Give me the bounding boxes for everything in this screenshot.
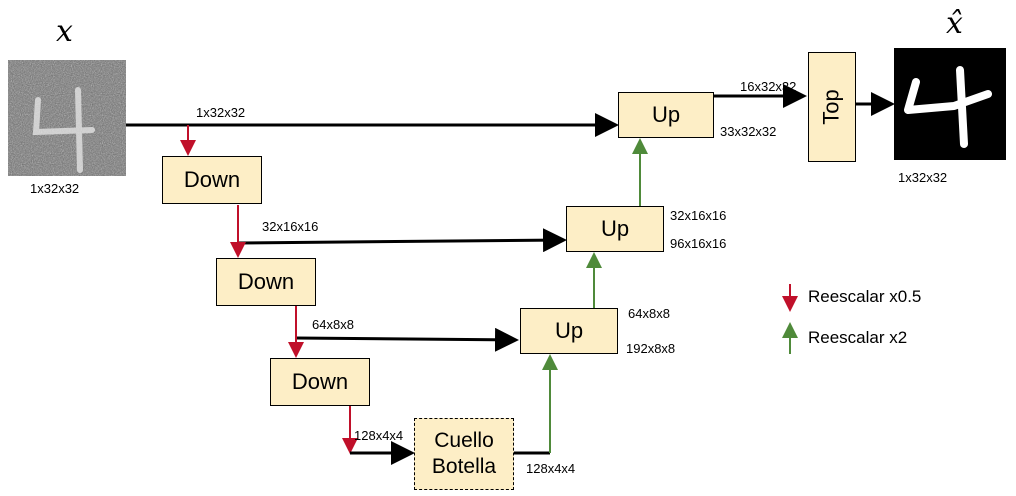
down-block-2: Down [216,258,316,306]
up3-concat-shape-label: 33x32x32 [720,124,777,139]
clean-output-image [894,48,1006,160]
output-symbol: x̂ [946,6,963,41]
bottleneck-out-shape-label: 128x4x4 [526,461,576,476]
skip1-shape-label: 1x32x32 [196,105,246,120]
skip3-shape-label: 64x8x8 [312,317,354,332]
down-block-3: Down [270,358,370,406]
output-shape-label: 1x32x32 [898,170,948,185]
up2-input-shape-label: 32x16x16 [670,208,727,223]
up-block-2: Up [566,206,664,252]
up1-concat-shape-label: 192x8x8 [626,341,676,356]
input-shape-label: 1x32x32 [30,181,80,196]
up3-output-shape-label: 16x32x32 [740,79,797,94]
input-symbol: x [56,14,73,49]
skip2-shape-label: 32x16x16 [262,219,319,234]
bottleneck-label-line1: Cuello [434,429,494,452]
bottleneck-label-line2: Botella [431,455,497,478]
skip-arrow-2 [237,228,567,253]
up2-concat-shape-label: 96x16x16 [670,236,727,251]
noisy-input-image [8,60,126,176]
top-block: Top [808,52,856,162]
down-block-1: Down [162,156,262,204]
up-block-3: Up [618,92,714,138]
legend-upscale-label: Reescalar x2 [808,328,908,347]
bottleneck-in-shape-label: 128x4x4 [354,428,404,443]
top-block-label: Top [818,89,844,125]
up1-input-shape-label: 64x8x8 [628,306,670,321]
legend-downscale-label: Reescalar x0.5 [808,287,922,306]
skip-arrow-3 [295,327,519,352]
up-block-1: Up [520,308,618,354]
bottleneck-block: Cuello Botella [414,418,514,490]
